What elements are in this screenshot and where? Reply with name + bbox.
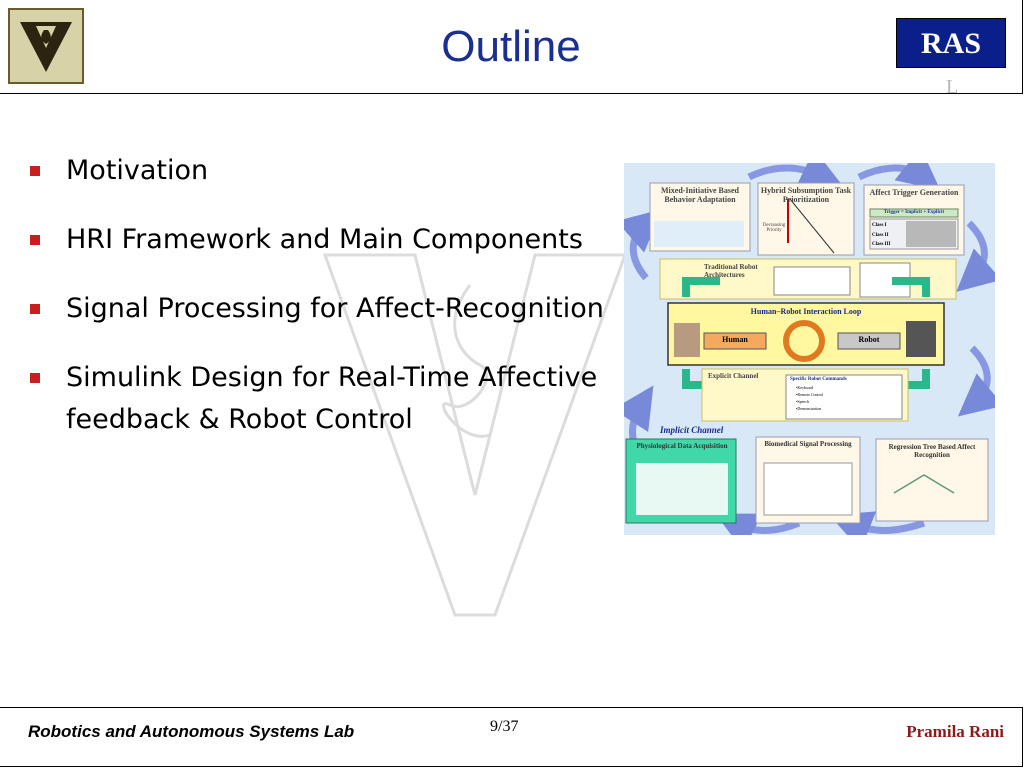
bullet-list: Motivation HRI Framework and Main Compon… <box>30 150 610 468</box>
robot-label: Robot <box>858 335 880 344</box>
implicit-channel-label: Implicit Channel <box>660 425 724 435</box>
square-bullet-icon <box>30 166 40 176</box>
mixed-initiative-label: Mixed-Initiative Based Behavior Adaptati… <box>661 186 739 204</box>
square-bullet-icon <box>30 235 40 245</box>
traditional-robot-label: Traditional Robot Architectures <box>704 263 758 279</box>
ras-badge: RAS <box>896 18 1006 68</box>
slide-footer: Robotics and Autonomous Systems Lab 9/37… <box>0 707 1023 767</box>
bullet-text: Simulink Design for Real-Time Affective … <box>66 362 598 435</box>
watermark-v-icon <box>322 253 628 617</box>
bullet-text: Motivation <box>66 155 209 186</box>
square-bullet-icon <box>30 304 40 314</box>
cmd-remote-label: •Remote Control <box>796 392 824 397</box>
human-label: Human <box>722 335 748 344</box>
bullet-item: Motivation <box>30 150 610 192</box>
class-2-label: Class II <box>872 233 889 238</box>
square-bullet-icon <box>30 373 40 383</box>
bullet-item: HRI Framework and Main Components <box>30 219 610 261</box>
cmd-speech-label: •Speech <box>796 399 809 404</box>
footer-lab-name: Robotics and Autonomous Systems Lab <box>28 722 355 741</box>
cmd-keyboard-label: •Keyboard <box>796 385 814 390</box>
ras-badge-sub: L <box>946 76 959 98</box>
explicit-channel-label: Explicit Channel <box>708 372 759 380</box>
decreasing-priority-label: Decreasing Priority <box>762 223 786 233</box>
physiological-label: Physiological Data Acquisition <box>636 442 728 450</box>
framework-figure: Mixed-Initiative Based Behavior Adaptati… <box>624 163 995 535</box>
class-3-label: Class III <box>872 242 891 247</box>
trigger-formula-label: Trigger = Implicit + Explicit <box>883 210 945 215</box>
hybrid-subsumption-label: Hybrid Subsumption Task Prioritization <box>760 186 852 204</box>
class-1-label: Class I <box>872 223 887 228</box>
cmd-demo-label: •Demonstration <box>796 406 822 411</box>
bullet-item: Simulink Design for Real-Time Affective … <box>30 357 610 441</box>
bullet-text: HRI Framework and Main Components <box>66 224 583 255</box>
vanderbilt-logo-icon <box>8 8 84 84</box>
biomedical-label: Biomedical Signal Processing <box>764 440 852 448</box>
footer-author: Pramila Rani <box>906 722 1004 741</box>
bullet-text: Signal Processing for Affect-Recognition <box>66 293 604 324</box>
bullet-item: Signal Processing for Affect-Recognition <box>30 288 610 330</box>
hri-loop-label: Human–Robot Interaction Loop <box>750 307 862 316</box>
regression-tree-label: Regression Tree Based Affect Recognition <box>888 443 976 459</box>
slide-title: Outline <box>441 22 581 71</box>
affect-trigger-label: Affect Trigger Generation <box>869 188 959 197</box>
slide-header: Outline RAS L <box>0 0 1023 98</box>
specific-commands-label: Specific Robot Commands <box>790 377 847 382</box>
page-number: 9/37 <box>490 718 519 735</box>
